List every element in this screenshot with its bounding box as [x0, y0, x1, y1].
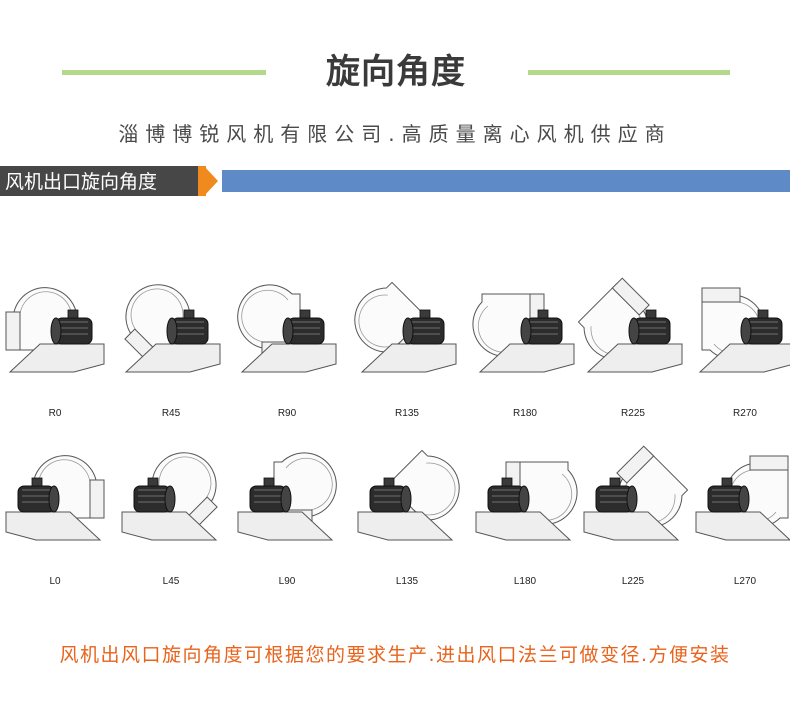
centrifugal-fan-icon [698, 287, 790, 373]
fan-rotation-label: L135 [395, 576, 419, 587]
fan-rotation-r0: R0 [0, 272, 110, 419]
centrifugal-fan-icon [475, 461, 578, 541]
centrifugal-fan-icon [121, 452, 218, 541]
fan-rotation-r180: R180 [470, 272, 580, 419]
footer-note: 风机出风口旋向角度可根据您的要求生产.进出风口法兰可做变径.方便安装 [59, 644, 731, 666]
fan-rotation-label: L270 [733, 576, 757, 587]
title-divider-left [62, 70, 266, 75]
fan-rotation-r45: R45 [116, 272, 226, 419]
fan-rotation-label: R135 [395, 408, 419, 419]
centrifugal-fan-icon [695, 455, 790, 541]
fan-row-left: L0 L45 L90 L135 L180 [0, 440, 790, 600]
title-divider-right [528, 70, 730, 75]
centrifugal-fan-icon [237, 452, 337, 541]
page-title: 旋向角度 [326, 52, 466, 92]
section-arrow-orange [204, 166, 218, 196]
fan-rotation-l90: L90 [232, 440, 342, 587]
fan-rotation-label: R0 [48, 408, 62, 419]
centrifugal-fan-icon [583, 445, 688, 541]
centrifugal-fan-icon [5, 455, 105, 541]
fan-rotation-label: L45 [162, 576, 180, 587]
section-accent-orange [198, 166, 206, 196]
fan-rotation-label: R225 [621, 408, 645, 419]
fan-rotation-label: L180 [513, 576, 537, 587]
section-label-background [0, 166, 204, 196]
fan-rotation-l180: L180 [470, 440, 580, 587]
centrifugal-fan-icon [472, 293, 575, 373]
fan-rotation-label: R180 [513, 408, 537, 419]
centrifugal-fan-icon [237, 284, 337, 373]
fan-rotation-label: L225 [621, 576, 645, 587]
centrifugal-fan-icon [354, 281, 457, 373]
section-label: 风机出口旋向角度 [5, 171, 158, 193]
fan-rotation-l135: L135 [352, 440, 462, 587]
section-header-bar: 风机出口旋向角度 [0, 166, 790, 196]
centrifugal-fan-icon [578, 277, 683, 373]
fan-rotation-r270: R270 [690, 272, 790, 419]
fan-rotation-label: R270 [733, 408, 757, 419]
fan-rotation-label: L0 [49, 576, 61, 587]
fan-row-right: R0 R45 R90 R135 R180 [0, 272, 790, 432]
fan-rotation-r135: R135 [352, 272, 462, 419]
company-subtitle: 淄博博锐风机有限公司.高质量离心风机供应商 [118, 122, 672, 146]
fan-rotation-r225: R225 [578, 272, 688, 419]
fan-rotation-l45: L45 [116, 440, 226, 587]
fan-rotation-l270: L270 [690, 440, 790, 587]
fan-rotation-l0: L0 [0, 440, 110, 587]
centrifugal-fan-icon [357, 449, 460, 541]
fan-rotation-label: R45 [161, 408, 181, 419]
fan-rotation-r90: R90 [232, 272, 342, 419]
section-accent-blue [222, 170, 790, 192]
centrifugal-fan-icon [124, 284, 221, 373]
fan-rotation-label: R90 [277, 408, 297, 419]
centrifugal-fan-icon [5, 287, 105, 373]
fan-rotation-l225: L225 [578, 440, 688, 587]
fan-rotation-label: L90 [278, 576, 296, 587]
